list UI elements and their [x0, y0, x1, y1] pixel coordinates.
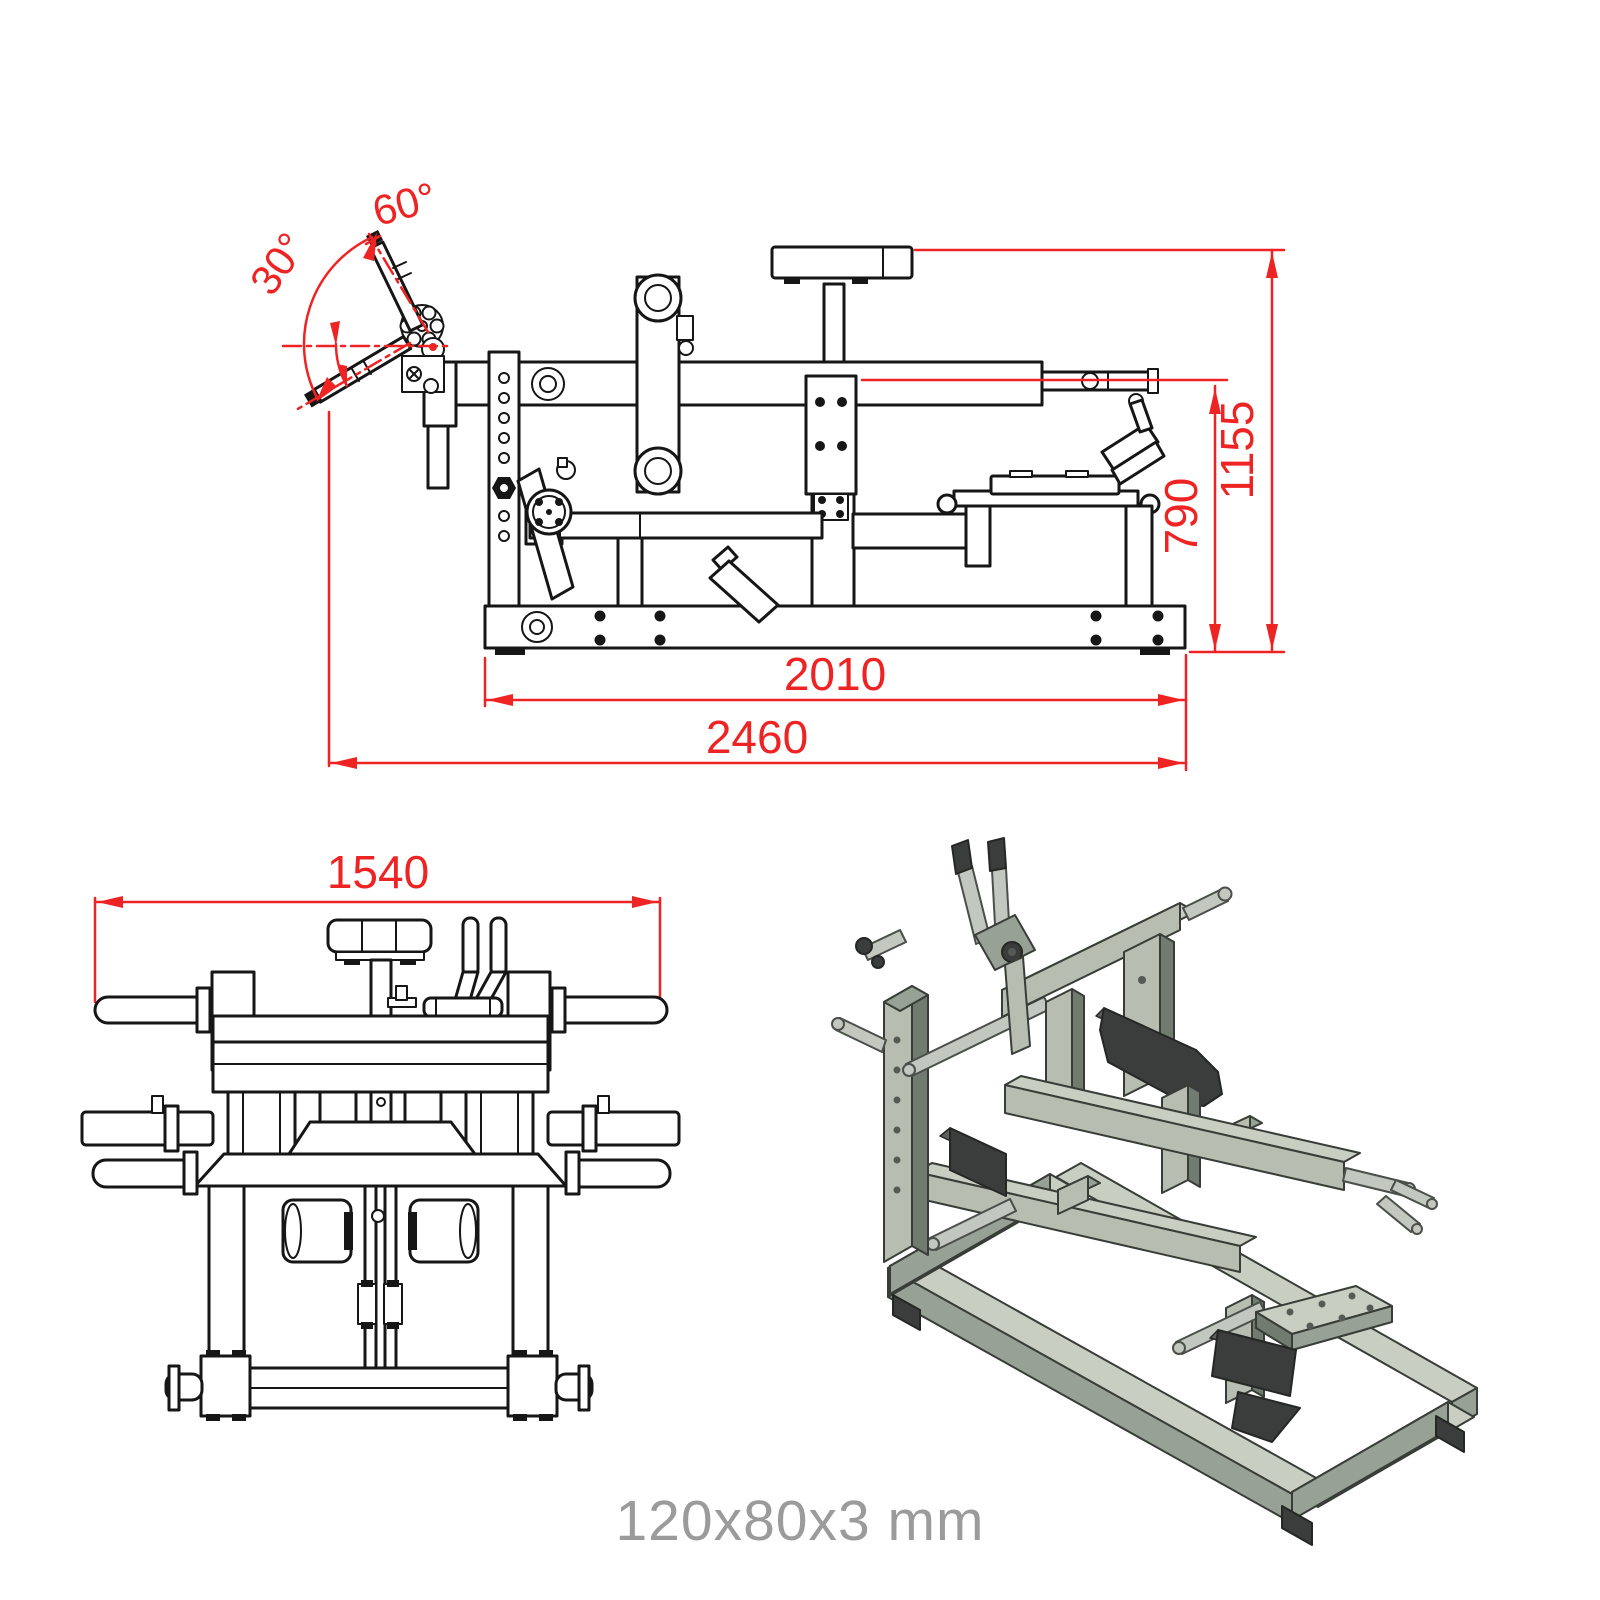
- side-lever-upper: [368, 240, 425, 333]
- front-top-pad: [326, 918, 433, 954]
- front-skirt: [193, 1152, 568, 1188]
- angle-upper-label: 60°: [367, 173, 441, 235]
- side-view-drawing: 60° 30° 2010 2460 1155: [241, 173, 1286, 772]
- iso-seat-pad: [1211, 1329, 1297, 1397]
- dim-2460-label: 2460: [706, 711, 808, 763]
- front-lower-bar-right: [564, 1158, 672, 1189]
- side-base-rail: [483, 604, 1187, 650]
- side-top-pad: [770, 245, 914, 280]
- caption-tube-size: 120x80x3 mm: [615, 1489, 985, 1553]
- dim-1155-label: 1155: [1211, 401, 1263, 500]
- front-handlebar-right: [549, 995, 669, 1025]
- front-crossbar-upper: [211, 1014, 550, 1044]
- angle-lower-label: 30°: [241, 224, 316, 303]
- front-lower-bar-left: [91, 1158, 199, 1189]
- front-dimensions: 1540: [93, 846, 662, 1004]
- side-diagonal-brace: [708, 559, 780, 624]
- front-adjust-handles: [461, 916, 480, 978]
- front-view-drawing: 1540: [80, 846, 681, 1421]
- iso-chest-pad: [1099, 1007, 1223, 1107]
- dim-790-label: 790: [1155, 478, 1207, 555]
- isometric-view-drawing: [831, 837, 1478, 1546]
- front-handlebar-left: [93, 995, 213, 1025]
- side-ankle-roller: [1128, 398, 1154, 434]
- iso-top-beam: [1001, 902, 1181, 1018]
- iso-side-pad: [949, 1127, 1007, 1197]
- front-roller-right: [408, 1198, 480, 1264]
- iso-long-rail: [1004, 1084, 1345, 1191]
- dim-1540-label: 1540: [327, 846, 429, 898]
- dim-2010-label: 2010: [784, 648, 886, 700]
- iso-left-column: [883, 985, 913, 1263]
- side-bench-pad: [989, 474, 1121, 496]
- front-roller-left: [281, 1198, 353, 1264]
